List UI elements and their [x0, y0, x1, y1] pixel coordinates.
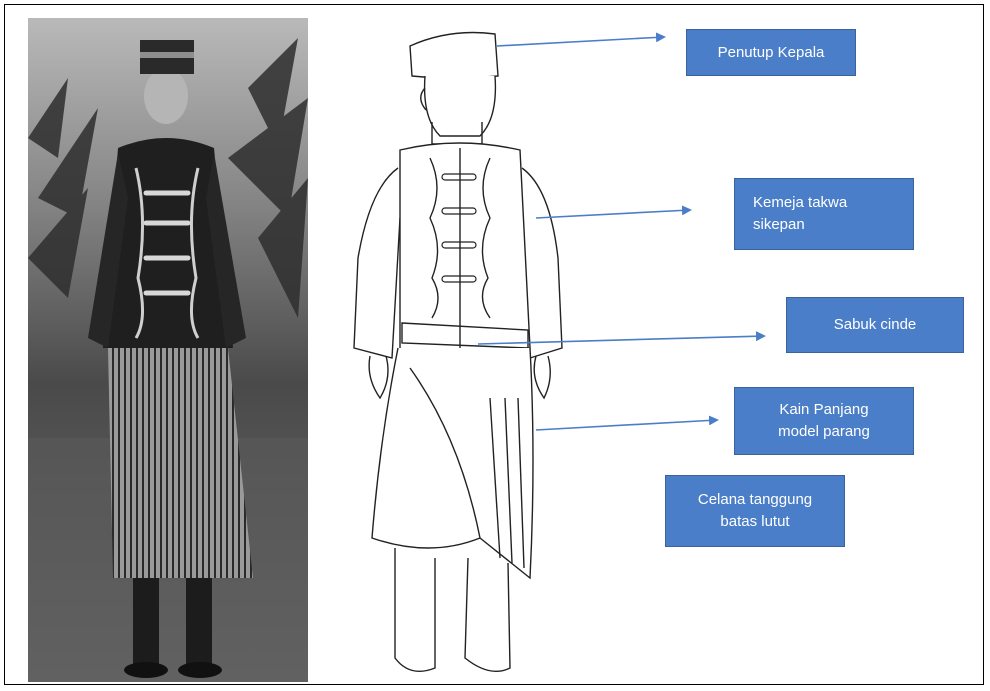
label-kain-panjang: Kain Panjang model parang	[734, 387, 914, 455]
label-celana-tanggung: Celana tanggung batas lutut	[665, 475, 845, 547]
costume-photograph	[28, 18, 308, 682]
label-penutup-kepala: Penutup Kepala	[686, 29, 856, 76]
costume-line-drawing	[340, 18, 580, 686]
label-sabuk-cinde: Sabuk cinde	[786, 297, 964, 353]
label-kemeja-takwa-sikepan: Kemeja takwa sikepan	[734, 178, 914, 250]
